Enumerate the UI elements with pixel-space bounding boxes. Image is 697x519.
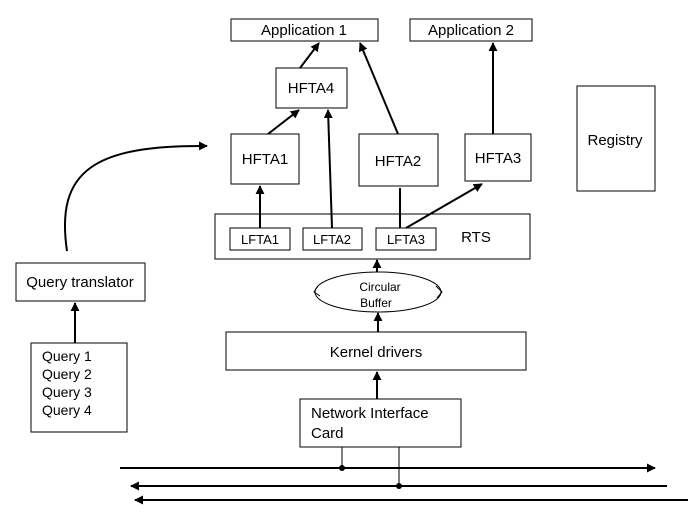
lfta2-label: LFTA2	[313, 232, 351, 247]
hfta1-label: HFTA1	[242, 151, 288, 168]
bus-junction-1	[339, 465, 345, 471]
edges	[63, 42, 498, 399]
query-4-label: Query 4	[42, 402, 92, 418]
hfta3-label: HFTA3	[475, 150, 521, 167]
query-1-label: Query 1	[42, 348, 92, 364]
kernel-drivers-box: Kernel drivers	[225, 331, 527, 371]
application-1-box: Application 1	[230, 18, 379, 42]
lfta2-box: LFTA2	[302, 227, 363, 251]
registry-label: Registry	[587, 132, 643, 149]
circular-buffer-ellipse: Circular Buffer	[313, 271, 443, 313]
edge-hfta2-to-app1	[358, 42, 399, 135]
network-bus	[120, 447, 688, 505]
hfta1-box: HFTA1	[230, 133, 300, 185]
circular-buffer-label-line2: Buffer	[360, 296, 392, 310]
bus-junction-2	[396, 483, 402, 489]
application-2-box: Application 2	[409, 18, 533, 42]
edge-hfta1-to-hfta4	[267, 109, 300, 135]
lfta3-label: LFTA3	[387, 232, 425, 247]
hfta2-box: HFTA2	[358, 133, 439, 187]
hfta4-box: HFTA4	[275, 67, 348, 109]
hfta3-box: HFTA3	[464, 133, 532, 182]
lfta1-box: LFTA1	[229, 227, 291, 251]
circular-arrow-right	[435, 285, 443, 299]
lfta1-label: LFTA1	[241, 232, 279, 247]
hfta2-label: HFTA2	[375, 153, 421, 170]
edge-lfta2-to-hfta4	[323, 109, 333, 229]
rts-label: RTS	[461, 229, 491, 246]
query-translator-box: Query translator	[15, 262, 146, 302]
nic-label-line2: Card	[311, 425, 344, 442]
kernel-drivers-label: Kernel drivers	[330, 344, 423, 361]
query-translator-label: Query translator	[26, 274, 134, 291]
circular-buffer-label-line1: Circular	[359, 280, 400, 294]
nic-label-line1: Network Interface	[311, 405, 429, 422]
edge-hfta4-to-app1	[299, 42, 320, 69]
circular-arrow-left	[313, 285, 321, 297]
query-3-label: Query 3	[42, 384, 92, 400]
hfta4-label: HFTA4	[288, 80, 334, 97]
query-2-label: Query 2	[42, 366, 92, 382]
edge-lfta3-to-hfta3	[405, 183, 483, 229]
queries-box: Query 1 Query 2 Query 3 Query 4	[30, 342, 128, 433]
application-2-label: Application 2	[428, 22, 514, 39]
application-1-label: Application 1	[261, 22, 347, 39]
registry-box: Registry	[576, 85, 656, 192]
network-interface-card-box: Network Interface Card	[299, 398, 462, 448]
edge-translator-to-hfta	[63, 141, 208, 252]
lfta3-box: LFTA3	[375, 227, 437, 251]
